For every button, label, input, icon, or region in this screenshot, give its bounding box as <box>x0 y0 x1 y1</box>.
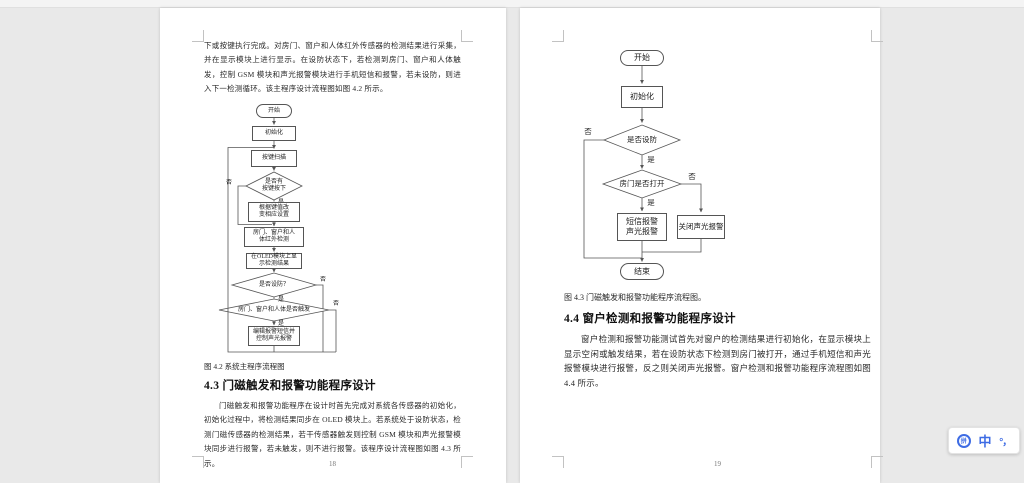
flow-decision-key-pressed-line2: 按键按下 <box>261 186 286 192</box>
branch-label-no-3: 否 <box>332 301 339 307</box>
ime-logo-icon[interactable]: 拼 <box>956 433 971 448</box>
flow-node-alarm-line2: 控制声光报警 <box>255 336 292 342</box>
ime-language-indicator[interactable]: 中 <box>978 434 992 449</box>
branch-label-no-1: 否 <box>225 180 232 186</box>
flow-node-ir-detect: 房门、窗户和人 体红外检测 <box>244 227 304 247</box>
branch-label-yes-door: 是 <box>647 198 655 207</box>
flow-node-oled-display-line1: 在OLED模块上显 <box>251 254 297 260</box>
page-number-right: 19 <box>714 460 721 468</box>
figure-4-2-caption[interactable]: 图 4.2 系统主程序流程图 <box>204 362 285 371</box>
branch-label-no-armed: 否 <box>584 127 592 136</box>
flowchart-connectors <box>583 66 703 262</box>
margin-mark-bottom-right <box>461 456 473 468</box>
flow-node-oled-display-line2: 示检测结果 <box>258 261 289 267</box>
branch-label-no-door: 否 <box>688 172 696 181</box>
flow-node-alarm: 编辑报警短信并 控制声光报警 <box>248 326 300 346</box>
margin-mark-top-left <box>192 30 204 42</box>
flow-node-alarm-line1: 编辑报警短信并 <box>252 329 295 335</box>
flow-node-init: 初始化 <box>252 126 296 141</box>
flow-node-ir-detect-line2: 体红外检测 <box>258 237 289 243</box>
flow-node-start: 开始 <box>620 50 664 66</box>
flow-decision-triggered: 房门、窗户和人体是否触发 <box>237 307 310 313</box>
margin-mark-top-right <box>871 30 883 42</box>
paragraph-main-program[interactable]: 下或按键执行完成。对房门、窗户和人体红外传感器的检测结果进行采集，并在显示模块上… <box>204 41 461 94</box>
flow-node-apply-settings-line2: 变相应设置 <box>258 212 289 218</box>
flow-decision-key-pressed-line1: 是否有 <box>264 179 283 185</box>
branch-label-yes-armed: 是 <box>647 155 655 164</box>
figure-4-3-flowchart[interactable]: 开始 初始化 是否设防 否 是 房门是否打开 否 是 短信报警 声光报警 关闭声… <box>580 48 740 293</box>
flow-node-init: 初始化 <box>621 86 663 108</box>
margin-mark-bottom-left <box>192 456 204 468</box>
margin-mark-bottom-right <box>871 456 883 468</box>
figure-4-2-flowchart[interactable]: 开始 初始化 按键扫描 是否有 按键按下 否 是 根据键值改 变相应设置 房门、… <box>210 98 350 360</box>
branch-label-no-2: 否 <box>319 277 326 283</box>
flow-node-end: 结束 <box>620 263 664 280</box>
margin-mark-top-left <box>552 30 564 42</box>
window-top-strip <box>0 0 1024 8</box>
flow-node-apply-settings-line1: 根据键值改 <box>258 205 289 211</box>
flow-node-sms-alarm-line2: 声光报警 <box>626 227 658 236</box>
section-4-3-heading[interactable]: 4.3 门磁触发和报警功能程序设计 <box>204 380 376 392</box>
margin-mark-top-right <box>461 30 473 42</box>
flow-decision-armed: 是否设防？ <box>258 282 289 288</box>
flow-node-sms-alarm: 短信报警 声光报警 <box>617 213 667 241</box>
flow-node-start: 开始 <box>256 104 292 118</box>
flow-decision-key-pressed: 是否有 按键按下 <box>248 179 300 193</box>
flow-decision-door-open: 房门是否打开 <box>619 179 665 188</box>
flow-node-sms-alarm-line1: 短信报警 <box>626 217 658 226</box>
flow-node-oled-display: 在OLED模块上显 示检测结果 <box>246 253 302 269</box>
section-4-4-heading[interactable]: 4.4 窗户检测和报警功能程序设计 <box>564 313 736 325</box>
flow-node-ir-detect-line1: 房门、窗户和人 <box>252 230 295 236</box>
flow-node-key-scan: 按键扫描 <box>251 150 297 167</box>
flow-decision-armed: 是否设防 <box>627 135 657 144</box>
flow-node-close-alarm: 关闭声光报警 <box>677 215 725 239</box>
document-page-left[interactable]: 下或按键执行完成。对房门、窗户和人体红外传感器的检测结果进行采集，并在显示模块上… <box>160 8 506 483</box>
flow-node-apply-settings: 根据键值改 变相应设置 <box>248 202 300 222</box>
figure-4-3-caption[interactable]: 图 4.3 门磁触发和报警功能程序流程图。 <box>564 293 706 302</box>
document-page-right[interactable]: 开始 初始化 是否设防 否 是 房门是否打开 否 是 短信报警 声光报警 关闭声… <box>520 8 883 483</box>
page-number-left: 18 <box>329 460 336 468</box>
section-4-3-paragraph[interactable]: 门磁触发和报警功能程序在设计时首先完成对系统各传感器的初始化，初始化过程中，将检… <box>204 401 461 468</box>
margin-mark-bottom-left <box>552 456 564 468</box>
ime-punctuation-icon[interactable]: °， <box>999 437 1012 448</box>
flowchart-connectors <box>218 118 337 353</box>
branch-label-yes-2: 是 <box>277 297 284 303</box>
branch-label-yes-3: 是 <box>277 321 284 327</box>
ime-status-bar[interactable]: 拼 中 °， <box>948 427 1020 454</box>
section-4-4-paragraph[interactable]: 窗户检测和报警功能测试首先对窗户的检测结果进行初始化，在显示模块上显示空闲或触发… <box>564 334 871 388</box>
